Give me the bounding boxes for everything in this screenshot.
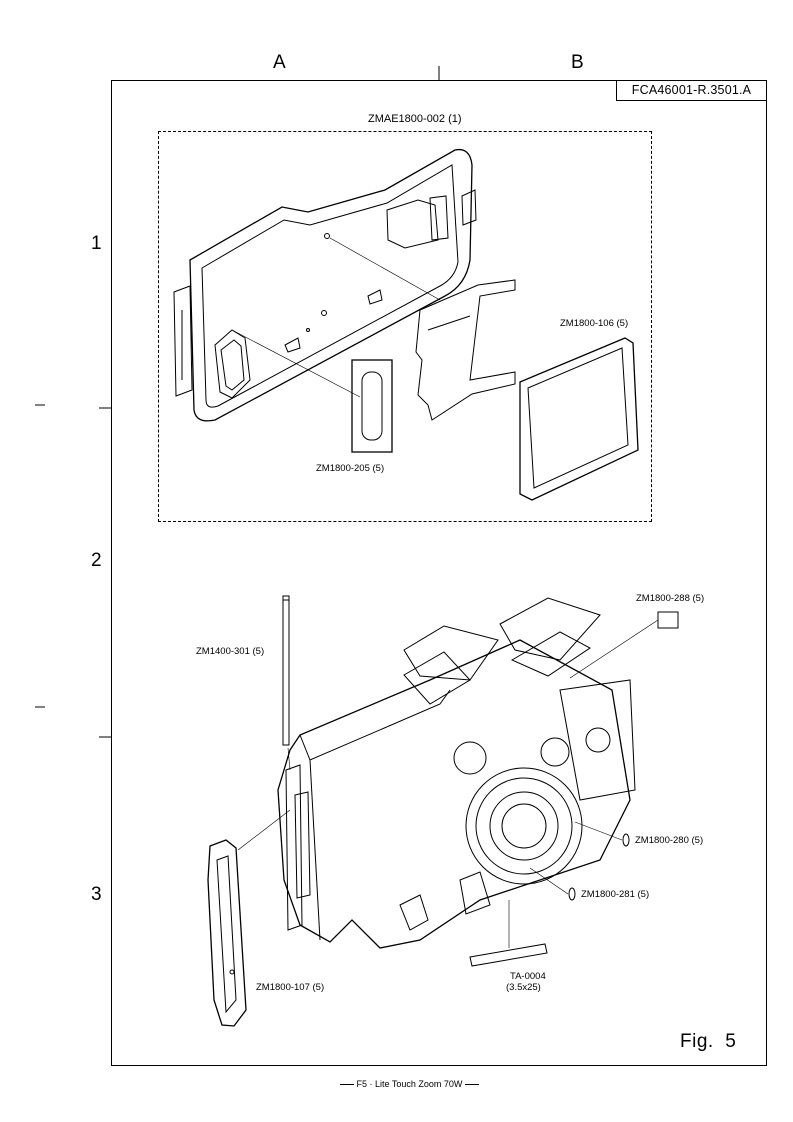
callout-window-gasket: ZM1800-205 (5) — [316, 463, 385, 474]
shield-plate-drawing — [519, 337, 639, 501]
window-gasket-drawing — [351, 359, 393, 453]
footer-rule-left — [340, 1084, 354, 1086]
part-288-drawing — [657, 611, 679, 629]
callout-tape-size: (3.5x25) — [506, 982, 541, 993]
row-label-1: 1 — [91, 233, 102, 254]
callout-part-280: ZM1800-280 (5) — [635, 835, 704, 846]
column-label-b: B — [571, 52, 584, 73]
drawing-frame — [111, 80, 767, 1066]
grip-cover-drawing — [207, 839, 247, 1027]
callout-part-301: ZM1400-301 (5) — [196, 646, 265, 657]
column-label-a: A — [273, 52, 286, 73]
row-label-3: 3 — [91, 884, 102, 905]
assembly-group-box — [158, 131, 652, 522]
back-cover-drawing — [173, 148, 477, 422]
drawing-code-box: FCA46001-R.3501.A — [616, 80, 767, 101]
callout-shield-plate: ZM1800-106 (5) — [560, 318, 629, 329]
figure-number: Fig. 5 — [680, 1031, 737, 1052]
callout-back-cover-assembly: ZMAE1800-002 (1) — [368, 113, 462, 125]
footer-rule-right — [464, 1084, 479, 1086]
tape-drawing — [469, 943, 548, 967]
row-label-2: 2 — [91, 550, 102, 571]
callout-part-281: ZM1800-281 (5) — [581, 889, 650, 900]
callout-grip-part: ZM1800-107 (5) — [256, 982, 325, 993]
callout-part-288: ZM1800-288 (5) — [636, 593, 705, 604]
seal-281-icon — [568, 887, 576, 901]
seal-280-icon — [622, 833, 630, 847]
page-footer: F5 · Lite Touch Zoom 70W — [340, 1079, 479, 1089]
callout-tape-code: TA-0004 — [510, 971, 546, 982]
flex-circuit-drawing — [415, 279, 516, 421]
camera-body-drawing — [277, 597, 636, 949]
footer-text: F5 · Lite Touch Zoom 70W — [356, 1079, 463, 1089]
pin-drawing — [282, 595, 290, 746]
